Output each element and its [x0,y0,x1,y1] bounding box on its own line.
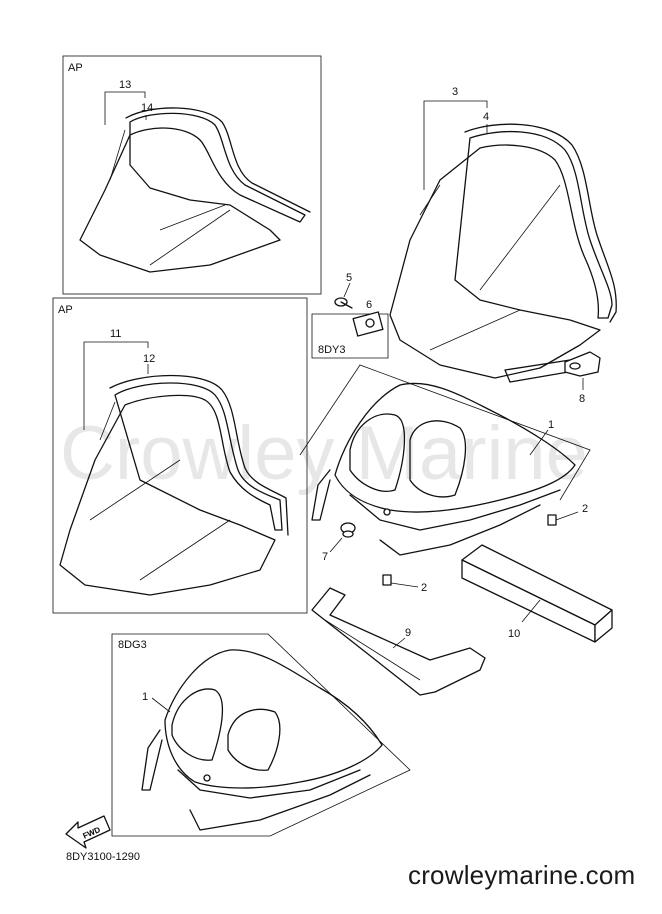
grommet-7 [340,522,356,538]
inset-label-ap-top: AP [68,62,83,74]
callout-1b: 1 [142,691,148,703]
callout-6: 6 [366,299,372,311]
callout-9: 9 [405,627,411,639]
watermark-text: Crowley Marine [60,411,588,496]
bolt-2a [547,511,579,526]
callout-5: 5 [346,272,352,284]
nut-6 [352,311,384,337]
cowl-8dg3 [141,649,383,831]
windshield-ap-bottom [59,374,289,596]
callout-7-leader [329,537,343,553]
inset-label-8dg3: 8DG3 [118,639,147,651]
callout-12: 12 [143,353,155,365]
bolt-2b [382,574,419,588]
windshield-main [389,123,617,383]
callout-7: 7 [322,551,328,563]
seal-9 [311,587,486,696]
inset-8dg3: 8DG3 1 [111,633,411,837]
callout-9-leader [392,637,406,649]
inset-8dy3: 8DY3 [311,313,389,359]
foam-block-10 [461,544,613,643]
callout-3: 3 [452,86,458,98]
callout-5-leader [343,282,351,298]
callout-11: 11 [110,328,121,340]
diagram-code: 8DY3100-1290 [66,851,141,863]
bolt-5 [334,297,353,309]
callout-3-leader [423,100,488,190]
site-mark: crowleymarine.com [408,860,636,890]
callout-4: 4 [483,111,489,123]
windshield-ap-top [79,107,311,273]
inset-ap-top: AP 13 14 [62,55,322,295]
fwd-arrow-icon: FWD [65,815,111,849]
callout-14: 14 [141,102,153,114]
callout-13-leader [104,91,146,125]
inset-ap-bottom: AP 11 12 [52,297,308,614]
callout-1b-leader [151,697,171,713]
callout-1a: 1 [548,419,554,431]
callout-10-leader [521,599,541,623]
callout-2a: 2 [582,503,588,515]
cowl-main [299,364,591,556]
bracket-8 [564,351,601,377]
inset-label-ap-bottom: AP [58,304,73,316]
callout-1a-leader [529,429,549,456]
callout-13: 13 [119,79,131,91]
inset-label-8dy3: 8DY3 [318,344,346,356]
callout-10: 10 [508,628,520,640]
callout-2b: 2 [421,582,427,594]
callout-11-leader [83,341,149,430]
callout-8: 8 [579,393,585,405]
